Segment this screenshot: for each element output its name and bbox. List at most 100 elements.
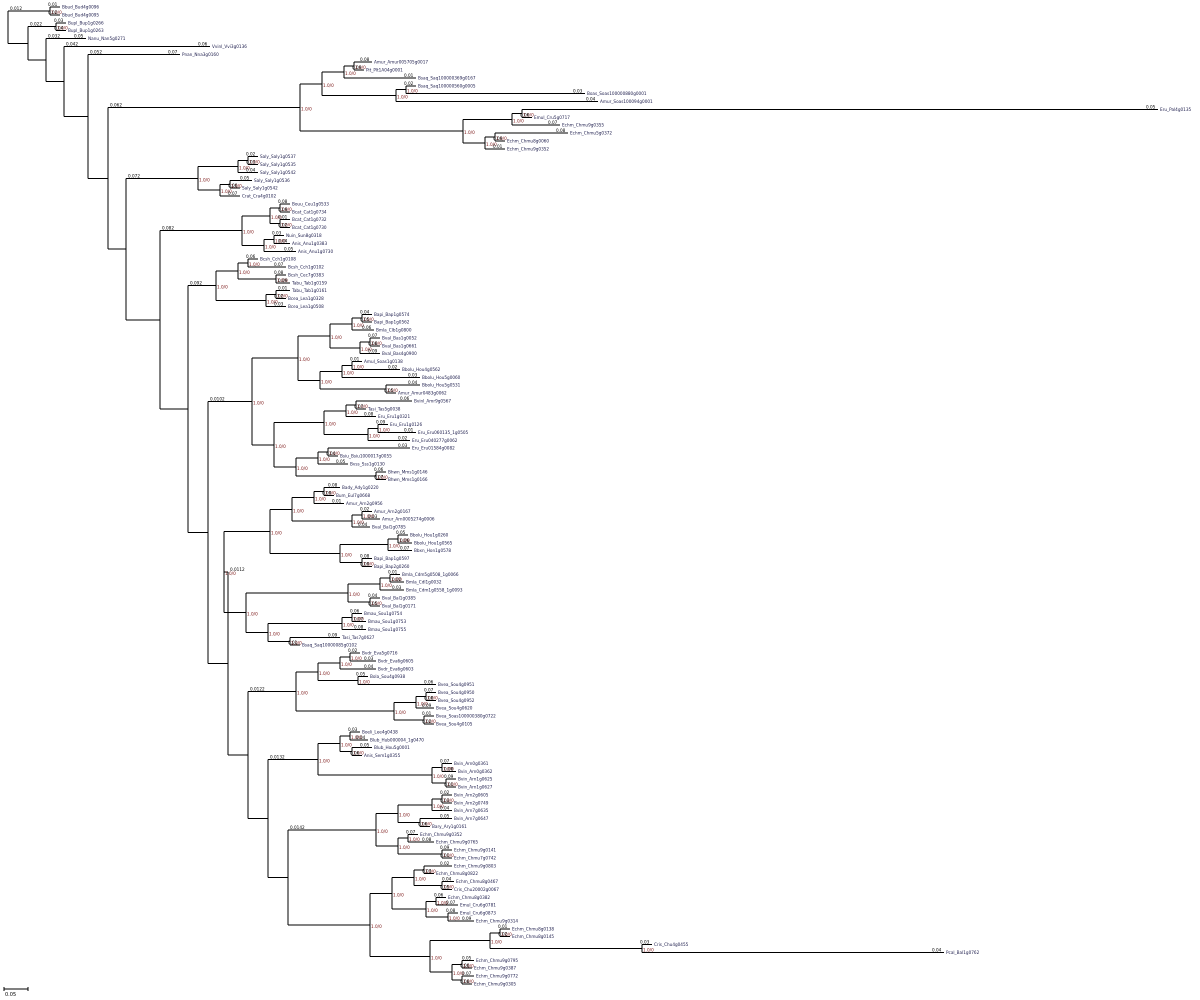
- support-value: 1.0/0: [341, 553, 352, 558]
- branch-length: 0.05: [384, 388, 394, 393]
- support-value: 1.0/0: [371, 924, 382, 929]
- branch-length: 0.05: [368, 601, 378, 606]
- support-value: 1.0/0: [349, 592, 360, 597]
- leaf-label: Bapi_Bap2g0260: [374, 564, 410, 569]
- support-value: 1.0/0: [301, 106, 312, 111]
- branch-length: 0.02: [440, 790, 450, 795]
- branch-length: 0.04: [442, 877, 452, 882]
- branch-length: 0.05: [396, 530, 406, 535]
- branch-length: 0.02: [388, 364, 398, 369]
- support-value: 1.0/0: [431, 955, 442, 960]
- support-value: 1.0/0: [275, 238, 286, 243]
- branch-length: 0.0142: [290, 825, 305, 830]
- support-value: 1.0/0: [323, 83, 334, 88]
- branch-length: 0.06: [362, 325, 372, 330]
- leaf-label: Bsaq_Saq10000085g0102: [302, 643, 357, 648]
- support-value: 1.0/0: [407, 89, 418, 94]
- branch-length: 0.01: [404, 73, 414, 78]
- leaf-label: Emul_Cru6g0781: [460, 903, 496, 908]
- leaf-label: Bvea_Sou4g0620: [436, 706, 473, 711]
- leaf-label: Bcat_Cat1g0732: [292, 217, 327, 222]
- branch-length: 0.08: [368, 341, 378, 346]
- leaf-label: Bval_Bas1g0052: [382, 335, 417, 340]
- branch-length: 0.062: [110, 102, 122, 107]
- support-value: 1.0/0: [351, 656, 362, 661]
- branch-length: 0.02: [392, 577, 402, 582]
- leaf-label: Bvin_Arn2g0605: [454, 792, 489, 797]
- leaf-label: Bola_Sou4g0938: [370, 674, 405, 679]
- branch-length: 0.02: [246, 152, 256, 157]
- leaf-label: Eru_Eru1g0321: [378, 414, 410, 419]
- support-value: 1.0/0: [51, 10, 62, 15]
- branch-length: 0.04: [586, 97, 596, 102]
- support-value: 1.0/0: [271, 215, 282, 220]
- support-value: 1.0/0: [277, 294, 288, 299]
- support-value: 1.0/0: [415, 877, 426, 882]
- branch-length: 0.06: [400, 538, 410, 543]
- support-value: 1.0/0: [496, 136, 507, 141]
- leaf-label: Amur_Arn2g0956: [346, 501, 383, 506]
- leaf-label: Bmla_Clb1g0800: [376, 328, 412, 333]
- support-value: 1.0/0: [239, 270, 250, 275]
- branch-length: 0.05: [284, 246, 294, 251]
- leaf-label: Saly_Saly1g0542: [260, 170, 296, 175]
- leaf-label: Bbud_Bud4g0095: [62, 12, 99, 17]
- leaf-label: Bvin_Arn7g0635: [454, 808, 489, 813]
- leaf-label: Saly_Saly1g0542: [242, 186, 278, 191]
- support-value: 1.0/0: [377, 475, 388, 480]
- support-value: 1.0/0: [297, 690, 308, 695]
- support-value: 1.0/0: [353, 617, 364, 622]
- leaf-label: Echm_Chmu9g0355: [562, 123, 604, 128]
- leaf-label: Emul_Cru6g0873: [460, 911, 496, 916]
- branch-length: 0.01: [493, 144, 503, 149]
- leaf-label: Bmla_Cdl1g0032: [406, 580, 442, 585]
- branch-length: 0.08: [360, 554, 370, 559]
- branch-length: 0.01: [48, 2, 58, 7]
- support-value: 1.0/0: [377, 829, 388, 834]
- support-value: 1.0/0: [341, 743, 352, 748]
- branch-length: 0.09: [440, 845, 450, 850]
- leaf-label: Bbolu_Hou1g0565: [414, 540, 453, 545]
- support-value: 1.0/0: [297, 466, 308, 471]
- leaf-label: Anis_Sem1g0355: [364, 753, 401, 758]
- leaf-label: Bvin_Arn0g0361: [454, 761, 489, 766]
- branch-length: 0.01: [422, 711, 432, 716]
- support-value: 1.0/0: [389, 544, 400, 549]
- leaf-label: Bvea_Soas100000380g0722: [436, 714, 496, 719]
- leaf-label: Bapi_Bap1g0597: [374, 556, 410, 561]
- branch-length: 0.06: [460, 963, 470, 968]
- leaf-label: Bvin_Arn7g0647: [454, 816, 489, 821]
- branch-length: 0.04: [932, 947, 942, 952]
- support-value: 1.0/0: [281, 223, 292, 228]
- branch-length: 0.01: [388, 569, 398, 574]
- leaf-label: Bmau_Sou1g0753: [368, 619, 406, 624]
- branch-length: 0.02: [48, 10, 58, 15]
- support-value: 1.0/0: [363, 561, 374, 566]
- support-value: 1.0/0: [443, 853, 454, 858]
- branch-length: 0.02: [398, 435, 408, 440]
- leaf-label: Boeli_Lee4g0438: [362, 729, 398, 734]
- leaf-label: Emul_Cru5g0717: [534, 115, 570, 120]
- leaf-label: Echm_Chmu9g0765: [436, 840, 478, 845]
- support-value: 1.0/0: [443, 766, 454, 771]
- leaf-label: Pit_Plt1A04g0001: [366, 68, 403, 73]
- support-value: 1.0/0: [269, 631, 280, 636]
- support-value: 1.0/0: [463, 979, 474, 984]
- branch-length: 0.03: [348, 727, 358, 732]
- support-value: 1.0/0: [491, 940, 502, 945]
- support-value: 1.0/0: [361, 347, 372, 352]
- support-value: 1.0/0: [355, 65, 366, 70]
- branch-length: 0.022: [30, 22, 42, 27]
- leaf-label: Echm_Chmu9g0314: [476, 918, 518, 923]
- branch-length: 0.02: [422, 719, 432, 724]
- support-value: 1.0/0: [341, 662, 352, 667]
- support-value: 1.0/0: [319, 758, 330, 763]
- branch-length: 0.05: [360, 743, 370, 748]
- leaf-label: Eru_Eru1g0126: [390, 422, 422, 427]
- support-value: 1.0/0: [325, 422, 336, 427]
- leaf-label: Saly_Saly1g0537: [260, 154, 296, 159]
- support-value: 1.0/0: [523, 112, 534, 117]
- branch-length: 0.01: [350, 357, 360, 362]
- branch-length: 0.07: [462, 971, 472, 976]
- branch-length: 0.0122: [250, 686, 265, 691]
